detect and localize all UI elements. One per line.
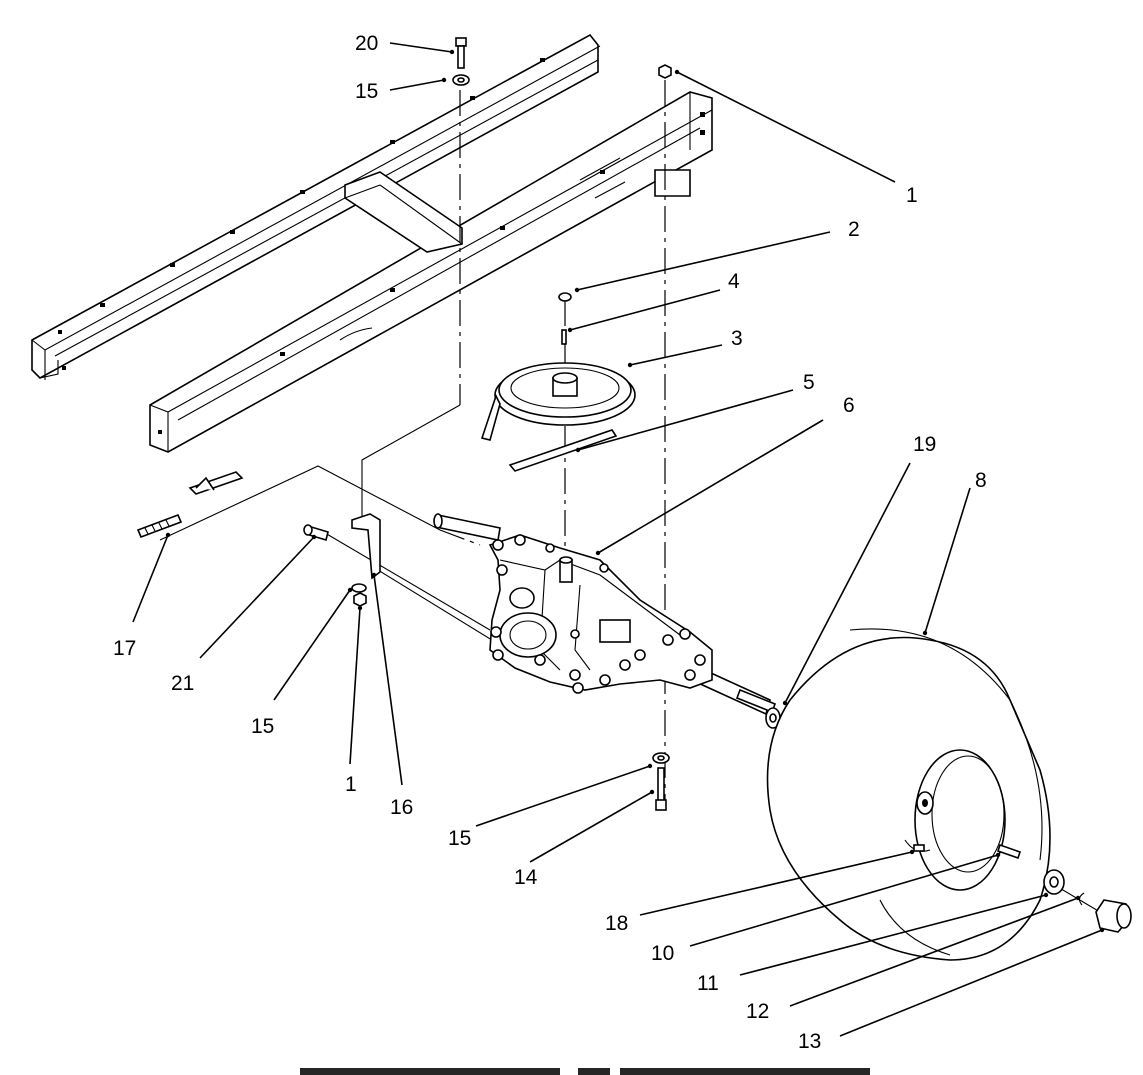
- frame-cross-brace: [344, 171, 463, 253]
- bolt-14: [655, 767, 667, 811]
- callout-10: 10: [651, 942, 674, 965]
- nut-1-left: [353, 592, 367, 607]
- frame-rail-rear: [31, 33, 601, 380]
- callout-5: 5: [803, 371, 815, 394]
- callout-2: 2: [848, 218, 860, 241]
- callout-14: 14: [514, 866, 538, 889]
- cap-13: [1095, 899, 1132, 933]
- pin-21: [303, 524, 329, 542]
- tire-8: [766, 628, 1051, 961]
- callout-21: 21: [171, 672, 194, 695]
- bracket-16: [351, 513, 381, 580]
- callout-11: 11: [697, 972, 719, 995]
- callout-3: 3: [731, 327, 743, 350]
- belt-5: [508, 429, 618, 472]
- ring-12: [1078, 892, 1085, 906]
- bolt-20: [455, 37, 467, 69]
- callout-17: 17: [113, 637, 136, 660]
- callout-18: 18: [605, 912, 628, 935]
- washer-15-bottom: [652, 752, 670, 764]
- callout-13: 13: [798, 1030, 821, 1053]
- callout-1: 1: [906, 184, 918, 207]
- callout-8: 8: [975, 469, 987, 492]
- transaxle-6: [433, 513, 777, 716]
- callout-15: 15: [355, 80, 378, 103]
- callout-6: 6: [843, 394, 855, 417]
- washer-11: [1043, 869, 1065, 895]
- retainer-2: [558, 292, 572, 302]
- callout-15: 15: [251, 715, 274, 738]
- callout-15: 15: [448, 827, 471, 850]
- rod-17: [136, 471, 244, 539]
- washer-15-left: [351, 583, 367, 593]
- frame-rail-front: [149, 91, 713, 453]
- callout-1: 1: [345, 773, 357, 796]
- callout-labels: 20 15 1 2 4 3 5 6 19 8 17 21 15 1 16 15 …: [113, 32, 987, 1053]
- nut-1-top: [658, 64, 672, 79]
- key-4: [561, 329, 567, 345]
- washer-15-top: [452, 74, 470, 86]
- callout-20: 20: [355, 32, 378, 55]
- key-18: [913, 844, 925, 852]
- callout-12: 12: [746, 1000, 769, 1023]
- callout-19: 19: [913, 433, 936, 456]
- cropped-title-fragment: [300, 1068, 870, 1075]
- callout-16: 16: [390, 796, 413, 819]
- key-10: [996, 843, 1022, 860]
- pulley-3: [480, 362, 636, 441]
- leader-lines: [132, 42, 1105, 1037]
- callout-4: 4: [728, 270, 740, 293]
